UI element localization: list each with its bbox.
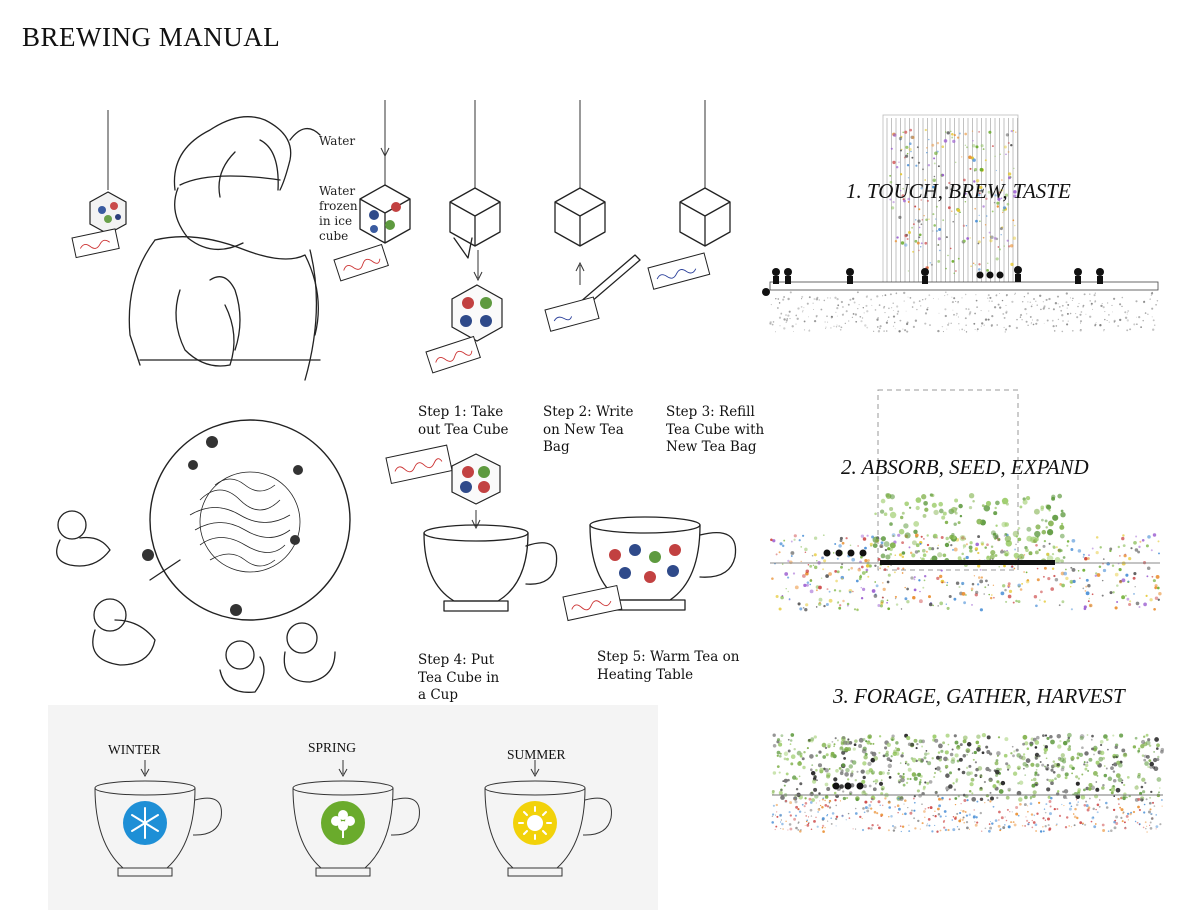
page-title: BREWING MANUAL <box>22 22 281 52</box>
water-label: Water <box>319 134 356 148</box>
phase-2-label: 2. ABSORB, SEED, EXPAND <box>841 455 1089 479</box>
summer-cup <box>484 760 612 877</box>
phase-1-label: 1. TOUCH, BREW, TASTE <box>846 179 1071 203</box>
phase-2-section <box>770 389 1162 612</box>
person-illustration <box>71 110 321 381</box>
step5-cup-illustration <box>562 516 737 622</box>
cube-sequence <box>333 100 731 374</box>
season-cups <box>94 760 612 877</box>
phase-3-section <box>771 732 1165 833</box>
phase-1-section <box>762 114 1159 333</box>
winter-cup <box>94 760 222 877</box>
water-frozen-label: Water frozen in ice cube <box>319 184 358 243</box>
season-label-summer: SUMMER <box>507 747 566 762</box>
step4-cup-illustration <box>385 444 558 612</box>
heating-table-illustration <box>56 419 351 693</box>
spring-cup <box>292 760 420 877</box>
season-label-spring: SPRING <box>308 740 357 755</box>
tea-tag <box>71 228 120 259</box>
season-label-winter: WINTER <box>108 742 161 757</box>
tea-cube-colored <box>89 191 127 235</box>
phase-3-label: 3. FORAGE, GATHER, HARVEST <box>833 684 1125 708</box>
